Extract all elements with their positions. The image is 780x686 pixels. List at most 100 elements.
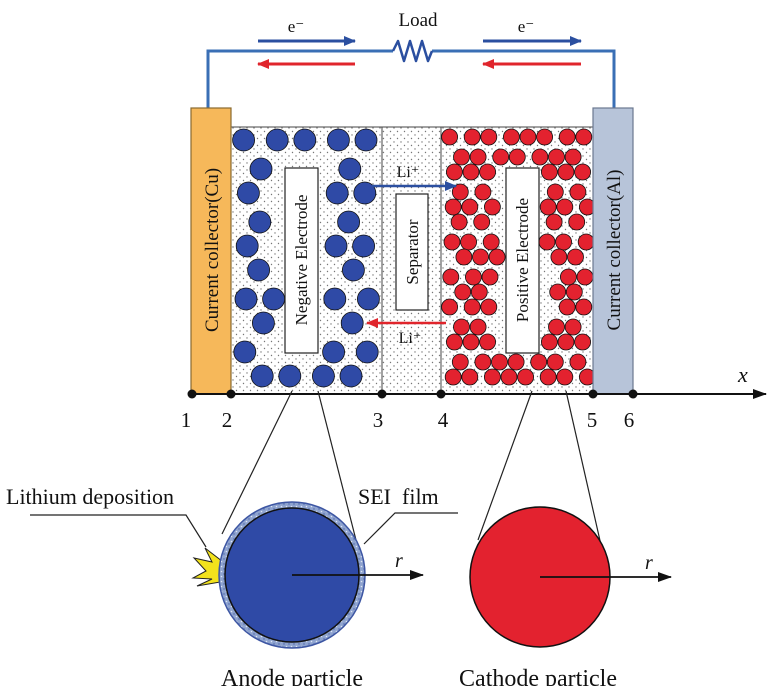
cathode-particle-dot xyxy=(474,353,492,371)
load-resistor-icon xyxy=(391,39,434,63)
cathode-particle-dot xyxy=(548,148,565,166)
anode-particle-label: Anode particle xyxy=(221,666,363,686)
cathode-particle-detail: r Cathode particle xyxy=(459,506,672,686)
cathode-particle-dot xyxy=(564,148,582,166)
positive-electrode-label: Positive Electrode xyxy=(513,198,532,322)
cathode-particle-dot xyxy=(569,183,587,201)
cathode-particle-dot xyxy=(445,163,463,181)
cathode-particle-dot xyxy=(460,233,478,251)
anode-particle-dot xyxy=(323,287,347,311)
li-ion-label-top: Li⁺ xyxy=(397,164,420,181)
electron-label-right: e⁻ xyxy=(518,17,535,36)
anode-particle-dot xyxy=(234,287,258,311)
anode-particle-dot xyxy=(278,364,302,388)
anode-current-collector xyxy=(190,107,232,395)
cathode-particle-dot xyxy=(444,368,462,386)
external-circuit: Load e⁻ e⁻ xyxy=(206,10,616,108)
cathode-particle-dot xyxy=(444,198,462,216)
anode-particle-dot xyxy=(325,181,349,205)
cathode-particle-dot xyxy=(461,368,479,386)
anode-particle-dot xyxy=(233,340,257,364)
cathode-particle-dot xyxy=(545,213,563,231)
cathode-particle-dot xyxy=(567,248,584,266)
cathode-particle-dot xyxy=(557,333,575,351)
anode-collector-label: Current collector(Cu) xyxy=(202,168,223,332)
anode-particle-dot xyxy=(265,128,289,152)
cathode-particle-dot xyxy=(469,148,487,166)
anode-particle-dot xyxy=(247,258,271,282)
cathode-particle-dot xyxy=(530,353,548,371)
anode-particles xyxy=(232,128,380,388)
cathode-particle-dot xyxy=(557,163,575,181)
anode-particle-dot xyxy=(339,364,363,388)
cathode-particle-dot xyxy=(482,233,500,251)
cathode-particle-dot xyxy=(575,128,593,146)
zoom-lines xyxy=(221,390,602,546)
anode-radius-label: r xyxy=(395,550,403,572)
anode-particle-dot xyxy=(354,128,378,152)
cathode-particle-dot xyxy=(541,163,558,181)
cathode-particle-dot xyxy=(574,333,591,351)
cathode-particle-dot xyxy=(577,233,595,251)
cathode-particle-dot xyxy=(556,198,574,216)
anode-particle-dot xyxy=(293,128,317,152)
anode-particle-dot xyxy=(353,181,377,205)
anode-particle-dot xyxy=(326,128,350,152)
cathode-particle-dot xyxy=(483,198,501,216)
cathode-particle-dot xyxy=(517,368,534,386)
cathode-particle-dot xyxy=(454,283,472,301)
axis-point-6: 6 xyxy=(624,408,635,432)
cathode-particle-dot xyxy=(539,368,557,386)
axis-point-3: 3 xyxy=(373,408,384,432)
cathode-particle-dot xyxy=(555,233,572,251)
cathode-particle-dot xyxy=(565,283,583,301)
cathode-particle-dot xyxy=(463,298,481,316)
cathode-particle-dot xyxy=(558,128,576,146)
cathode-current-collector xyxy=(592,107,634,395)
cathode-particle-dot xyxy=(483,368,501,386)
cathode-particle-dot xyxy=(469,318,487,336)
electron-label-left: e⁻ xyxy=(288,17,305,36)
axis-point-3-marker xyxy=(377,389,387,399)
axis-point-1-marker xyxy=(187,389,197,399)
cathode-particle-dot xyxy=(556,368,574,386)
anode-particle-dot xyxy=(248,210,272,234)
cathode-particle-dot xyxy=(479,333,497,351)
axis-point-5: 5 xyxy=(587,408,598,432)
axis-point-5-marker xyxy=(588,389,598,399)
cathode-particle-dot xyxy=(536,128,553,146)
sei-film-leader xyxy=(363,512,458,545)
anode-particle-dot xyxy=(356,287,380,311)
cathode-collector-label: Current collector(Al) xyxy=(604,170,625,331)
cathode-particle-dot xyxy=(462,333,480,351)
anode-particle-dot xyxy=(236,181,260,205)
positive-electrode-label-box xyxy=(505,167,540,354)
anode-particle-dot xyxy=(232,128,256,152)
cathode-particle-dot xyxy=(443,233,461,251)
axis-point-2-marker xyxy=(226,389,236,399)
cathode-particles xyxy=(441,128,596,386)
lithium-deposition-leader xyxy=(30,514,207,548)
negative-electrode-label: Negative Electrode xyxy=(292,195,311,326)
cathode-particle-dot xyxy=(474,183,492,201)
cathode-particle-dot xyxy=(453,318,470,336)
cathode-particle-dot xyxy=(453,148,470,166)
cathode-particle-dot xyxy=(441,128,459,146)
anode-particle-dot xyxy=(262,287,286,311)
anode-particle-detail: r Lithium deposition SEI film Anode part… xyxy=(6,484,458,686)
cathode-particle-dot xyxy=(546,353,564,371)
cathode-particle-dot xyxy=(531,148,549,166)
cathode-particle-dot xyxy=(445,333,463,351)
cathode-particle-dot xyxy=(574,163,591,181)
anode-particle-dot xyxy=(322,340,346,364)
anode-particle-dot xyxy=(341,258,365,282)
cathode-particle-dot xyxy=(481,268,499,286)
axis-point-4-marker xyxy=(436,389,446,399)
cathode-particle-dot xyxy=(464,268,482,286)
anode-particle-dot xyxy=(250,364,274,388)
cathode-particle-dot xyxy=(558,298,576,316)
cathode-particle-dot xyxy=(472,248,489,266)
cathode-particle-dot xyxy=(500,368,518,386)
anode-particle-dot xyxy=(352,234,376,258)
cathode-particle-dot xyxy=(568,213,586,231)
